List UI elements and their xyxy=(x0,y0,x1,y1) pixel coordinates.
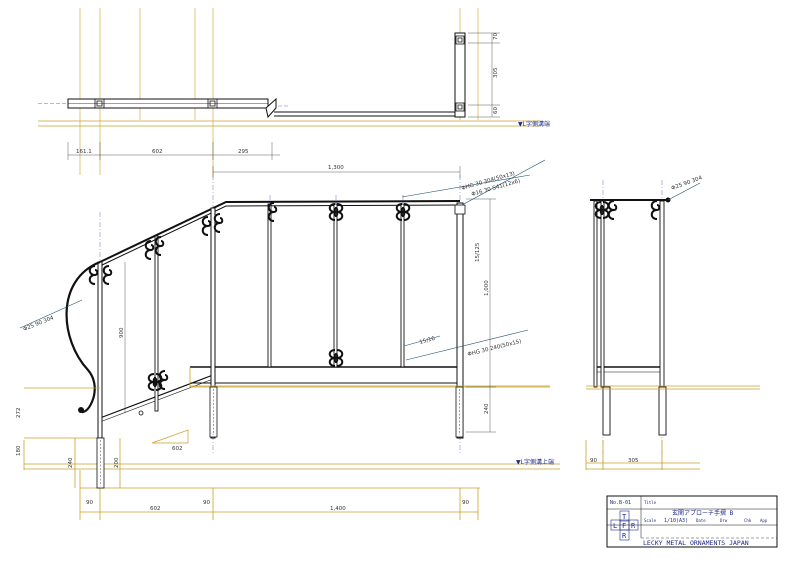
dim-left-embed2: 200 xyxy=(114,457,120,468)
title-block-small-title: Title xyxy=(644,500,657,505)
dim-slope: 602 xyxy=(172,446,183,452)
title-block-small-app: App xyxy=(760,518,768,523)
logo-mark-t: T xyxy=(622,513,627,521)
title-block-title: 玄関アプローチ手摺 B xyxy=(672,509,734,517)
dim-plan-end: 295 xyxy=(238,149,249,155)
logo-mark-l: L xyxy=(613,522,617,530)
grade-level-label: ▼L字側溝上端 xyxy=(516,458,554,466)
dim-side-span: 305 xyxy=(628,458,639,464)
logo-mark-r: R xyxy=(631,522,636,530)
dim-left-embed: 240 xyxy=(68,457,74,468)
dim-top-v1: 70 xyxy=(493,33,499,40)
title-block: No.B-01 Title 玄関アプローチ手摺 B Scale 1/10(A3)… xyxy=(606,495,778,548)
title-block-small-drw: Drw xyxy=(720,518,728,523)
title-block-scale: 1/10(A3) xyxy=(664,518,688,524)
dim-total-top: 1,300 xyxy=(328,165,344,171)
dim-top-v3: 60 xyxy=(493,107,499,114)
title-block-small-scale: Scale xyxy=(644,518,657,523)
dim-base-right: 90 xyxy=(462,500,469,506)
dim-left-depth: 180 xyxy=(16,445,22,456)
dim-picket-spacing: 15/125 xyxy=(475,242,481,262)
logo-mark-f: F xyxy=(622,522,626,530)
callout-handrail-left: Φ25 90 304 xyxy=(23,315,56,333)
dim-rail-height: 900 xyxy=(119,327,125,338)
callout-bottom-rail: ΦHG 30 240(50x15) xyxy=(467,339,522,358)
dim-base-mid: 90 xyxy=(203,500,210,506)
dim-post-depth: 240 xyxy=(484,403,490,414)
title-block-small-date: Date xyxy=(696,518,706,523)
title-block-number: No.B-01 xyxy=(610,500,631,506)
dim-top-v2: 305 xyxy=(493,67,499,78)
side-elevation: Φ25 90 304 90 305 xyxy=(585,175,760,470)
dim-plan-span: 602 xyxy=(152,149,163,155)
logo-mark-r2: R xyxy=(622,532,627,540)
dim-base-left: 90 xyxy=(86,500,93,506)
callout-picket: 15/16 xyxy=(419,336,436,346)
title-block-small-chk: Chk xyxy=(744,518,752,523)
dim-height-total: 1,000 xyxy=(484,280,490,296)
title-block-company: LECKY METAL ORNAMENTS JAPAN xyxy=(643,539,749,547)
dim-curb-height: 272 xyxy=(16,408,22,419)
dim-plan-offset: 161.1 xyxy=(76,149,92,155)
dim-base-span: 602 xyxy=(150,506,161,512)
front-elevation: 1,300 xyxy=(16,159,560,520)
plan-level-label: ▼L字側溝端 xyxy=(518,120,550,128)
plan-view: 70 305 60 161.1 602 295 ▼L字側溝端 xyxy=(38,8,550,175)
dim-side-base: 90 xyxy=(590,458,597,464)
dim-base-total: 1,400 xyxy=(330,506,346,512)
